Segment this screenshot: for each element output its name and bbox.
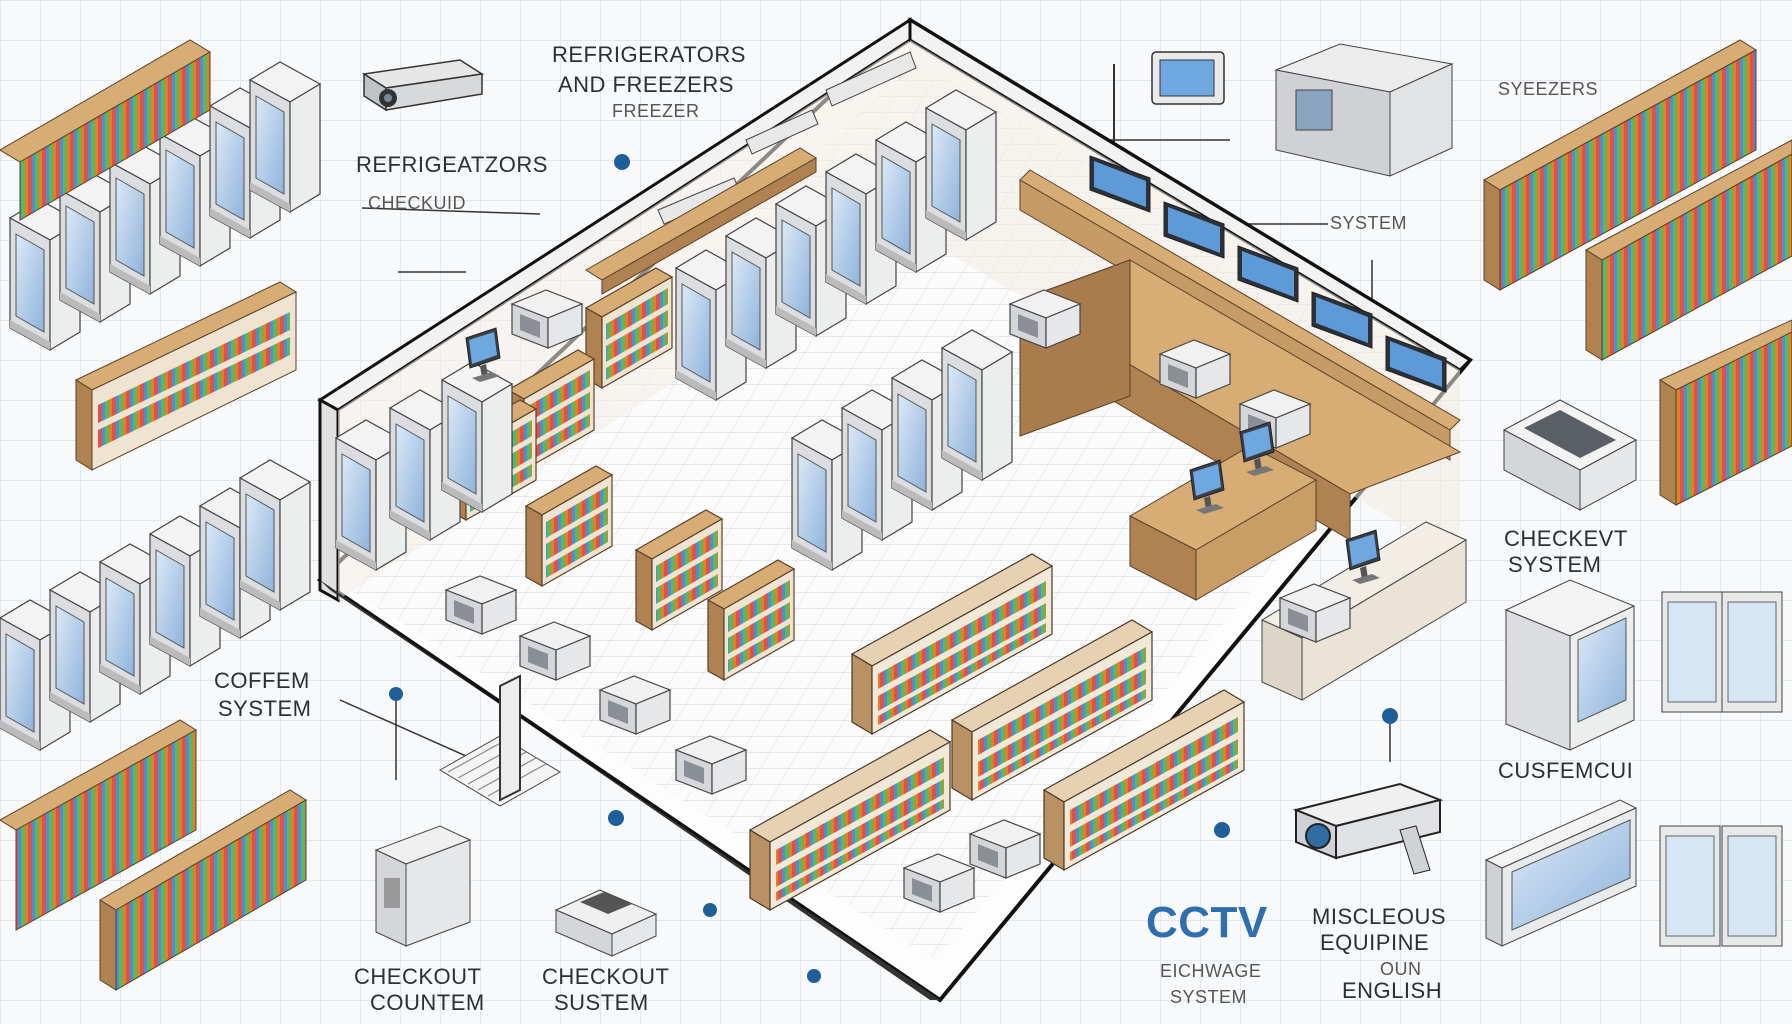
right-shelf-top [1483,39,1757,291]
label-misc-4: ENGLISH [1342,978,1443,1003]
label-coffee-2: SYSTEM [218,696,312,721]
right-shelf-middle [1658,319,1792,506]
label-system-top: SYSTEM [1330,213,1408,233]
label-refrigerators-left: REFRIGEATZORS [356,152,548,177]
entrance-steps [439,674,561,807]
label-misc-1: MISCLEOUS [1312,904,1447,929]
left-shelf-top [0,39,211,221]
label-refrigerators-title-3: FREEZER [612,101,700,121]
label-checkout-system-2: SUSTEM [554,990,649,1015]
right-fridge-row-bottom [1484,799,1783,947]
back-wall-wood-shelf [585,147,817,295]
label-misc-2: EQUIPINE [1320,930,1430,955]
wall-ac-units [657,51,917,225]
back-right-counter [1018,169,1462,541]
right-fridge-mid [1504,579,1636,751]
left-shelf-bottom-2 [99,789,307,991]
label-cctv: CCTV [1146,898,1268,947]
label-syfeezers: SYEEZERS [1498,79,1599,99]
right-shelf-top-2 [1585,139,1792,361]
left-shelf-bottom-1 [0,719,197,931]
right-checkout-box [1502,399,1638,511]
cctv-camera-icon [1292,782,1444,875]
checkout-system-icon [554,889,658,957]
label-checkout-right-1: CHECKEVT [1504,526,1628,551]
security-camera-icon [361,59,485,112]
label-checkout-counter-2: COUNTEM [370,990,485,1015]
left-shelf-middle [74,281,298,471]
label-checkout-right-2: SYSTEM [1508,552,1602,577]
right-fridge-glass-1 [1661,591,1783,713]
label-misc-3: OUN [1380,959,1422,979]
checkout-island [1128,421,1318,601]
label-customer-right: CUSFEMCUI [1498,758,1634,783]
label-checkout-system-1: CHECKOUT [542,964,670,989]
label-refrigerators-title-1: REFRIGERATORS [552,42,746,67]
label-checkout-top: CHECKUID [368,193,467,213]
label-refrigerators-title-2: AND FREEZERS [558,72,734,97]
label-coffee-1: COFFEM [214,668,310,693]
front-checkout-counter [1260,521,1468,701]
pin-markers [389,154,1398,983]
label-checkout-counter-1: CHECKOUT [354,964,482,989]
label-cctv-sub-2: SYSTEM [1170,987,1248,1007]
label-cctv-sub-1: EICHWAGE [1160,961,1262,981]
checkout-counter-icon [374,825,472,947]
kiosk-machine-icon [1274,43,1454,177]
